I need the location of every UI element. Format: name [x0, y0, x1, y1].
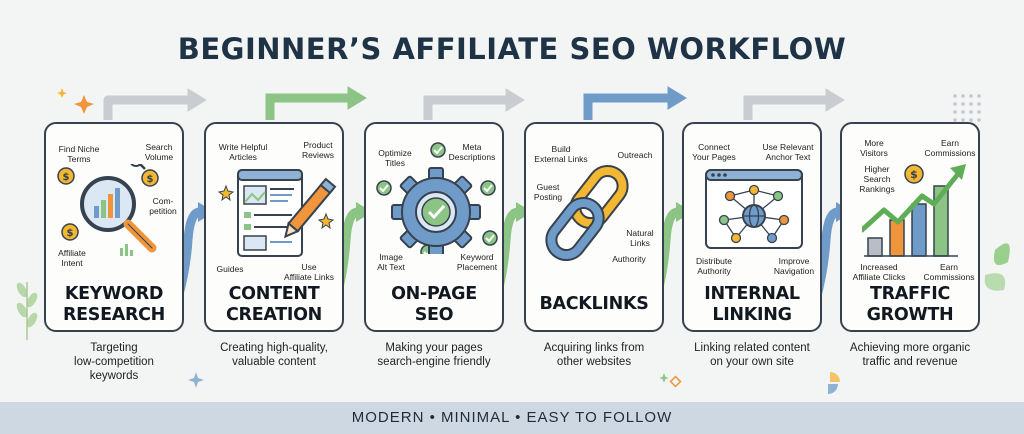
leaf-decoration — [984, 243, 1010, 291]
svg-text:$: $ — [910, 168, 918, 181]
dot-grid — [953, 94, 981, 122]
svg-text:$: $ — [67, 228, 74, 239]
pie-shape — [830, 372, 840, 382]
sparkle-icon — [74, 95, 94, 114]
gear-check-icon — [376, 142, 498, 254]
svg-text:$: $ — [63, 172, 70, 183]
sparkle-icon — [57, 88, 67, 98]
leaf-sprig — [16, 282, 38, 340]
document-pencil-icon — [217, 169, 337, 257]
top-arrow-1 — [103, 88, 207, 120]
step-title: BACKLINKS — [539, 294, 649, 314]
diamond-shape — [669, 375, 682, 388]
svg-text:$: $ — [147, 174, 154, 185]
top-arrow-4 — [583, 86, 687, 120]
sparkle-icon — [659, 373, 669, 383]
sparkle-icon — [188, 372, 204, 388]
label-guides: Guides — [216, 264, 244, 274]
page-title: BEGINNER’S AFFILIATE SEO WORKFLOW — [177, 32, 847, 66]
growth-chart-icon: $ — [862, 164, 966, 257]
network-window-icon — [705, 169, 803, 249]
chain-link-icon — [545, 164, 629, 262]
pie-shape — [828, 384, 838, 394]
label-competition: Com-petition — [149, 196, 177, 216]
footer-tagline: MODERN • MINIMAL • EASY TO FOLLOW — [0, 402, 1024, 434]
top-arrow-2 — [265, 86, 367, 120]
label-authority: Authority — [612, 254, 646, 264]
step-caption-content-creation: Creating high-quality,valuable content — [220, 342, 328, 368]
label-outreach: Outreach — [617, 150, 653, 160]
check-badge-icon — [376, 142, 498, 254]
top-arrow-5 — [743, 88, 845, 120]
top-arrow-3 — [423, 88, 525, 120]
magnifier-chart-icon: $ $ $ — [57, 164, 159, 256]
